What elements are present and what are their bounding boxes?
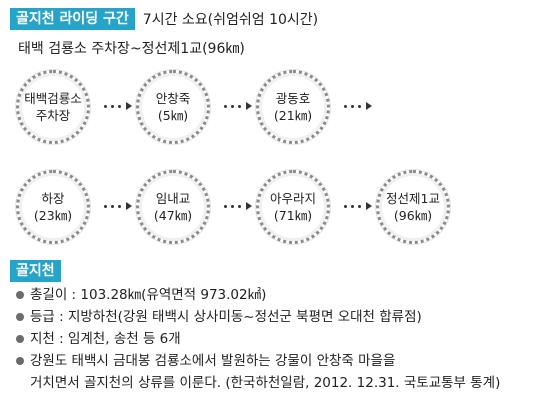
duration-text: 7시간 소요(쉬엄쉬엄 10시간) xyxy=(142,12,319,28)
bullet-icon xyxy=(16,313,24,321)
arrow-head-icon xyxy=(246,202,252,210)
stop-distance: (5㎞) xyxy=(157,108,189,123)
fact-grade: 등급 : 지방하천(강원 태백시 상사미동~정선군 북평면 오대천 합류점) xyxy=(16,306,536,328)
route-arrow xyxy=(344,200,372,212)
fact-origin: 강원도 태백시 금대봉 검룡소에서 발원하는 강물이 안창죽 마을을 xyxy=(16,350,536,372)
route-summary: 태백 검룡소 주차장~정선제1교(96㎞) xyxy=(18,41,245,57)
fact-text: 총길이 : 103.28㎞(유역면적 973.02㎢) xyxy=(30,287,267,303)
fact-origin-continuation: 거치면서 골지천의 상류를 이룬다. (한국하천일람, 2012. 12.31.… xyxy=(16,372,536,394)
stop-name: 아우라지 xyxy=(269,191,316,206)
stop-geomnyongso: 태백검룡소 주차장 xyxy=(16,70,90,144)
fact-text: 거치면서 골지천의 상류를 이룬다. (한국하천일람, 2012. 12.31.… xyxy=(30,375,501,391)
stop-name: 태백검룡소 xyxy=(24,91,82,106)
header: 골지천 라이딩 구간 7시간 소요(쉬엄쉬엄 10시간) xyxy=(10,8,318,30)
route-arrow xyxy=(224,100,252,112)
stop-distance: (47㎞) xyxy=(153,208,193,223)
stop-jeongseon-bridge: 정선제1교 (96㎞) xyxy=(376,170,450,244)
fact-list: 총길이 : 103.28㎞(유역면적 973.02㎢) 등급 : 지방하천(강원… xyxy=(16,284,536,394)
fact-tributaries: 지천 : 임계천, 송천 등 6개 xyxy=(16,328,536,350)
arrow-head-icon xyxy=(366,102,372,110)
stop-hajang: 하장 (23㎞) xyxy=(16,170,90,244)
stop-name: 하장 xyxy=(41,191,65,206)
stop-anchangjuk: 안창죽 (5㎞) xyxy=(136,70,210,144)
stop-name: 광동호 xyxy=(275,91,311,106)
stop-distance: 주차장 xyxy=(35,108,71,123)
fact-text: 등급 : 지방하천(강원 태백시 상사미동~정선군 북평면 오대천 합류점) xyxy=(30,309,422,325)
bullet-icon xyxy=(16,291,24,299)
section-badge: 골지천 xyxy=(10,260,61,282)
arrow-head-icon xyxy=(366,202,372,210)
route-badge: 골지천 라이딩 구간 xyxy=(10,8,135,30)
bullet-icon xyxy=(16,357,24,365)
stop-distance: (23㎞) xyxy=(33,208,73,223)
stop-imnaegyo: 임내교 (47㎞) xyxy=(136,170,210,244)
arrow-head-icon xyxy=(126,202,132,210)
arrow-head-icon xyxy=(246,102,252,110)
stop-auraji: 아우라지 (71㎞) xyxy=(256,170,330,244)
route-arrow xyxy=(104,200,132,212)
route-arrow xyxy=(344,100,372,112)
stop-distance: (21㎞) xyxy=(273,108,313,123)
bullet-icon xyxy=(16,335,24,343)
stop-gwangdongho: 광동호 (21㎞) xyxy=(256,70,330,144)
stop-name: 안창죽 xyxy=(155,91,191,106)
arrow-head-icon xyxy=(126,102,132,110)
stop-name: 정선제1교 xyxy=(386,191,440,206)
route-arrow xyxy=(224,200,252,212)
fact-text: 지천 : 임계천, 송천 등 6개 xyxy=(30,331,181,347)
stop-distance: (71㎞) xyxy=(273,208,313,223)
stop-distance: (96㎞) xyxy=(393,208,433,223)
fact-text: 강원도 태백시 금대봉 검룡소에서 발원하는 강물이 안창죽 마을을 xyxy=(30,353,396,369)
route-arrow xyxy=(104,100,132,112)
fact-length: 총길이 : 103.28㎞(유역면적 973.02㎢) xyxy=(16,284,536,306)
stop-name: 임내교 xyxy=(155,191,191,206)
